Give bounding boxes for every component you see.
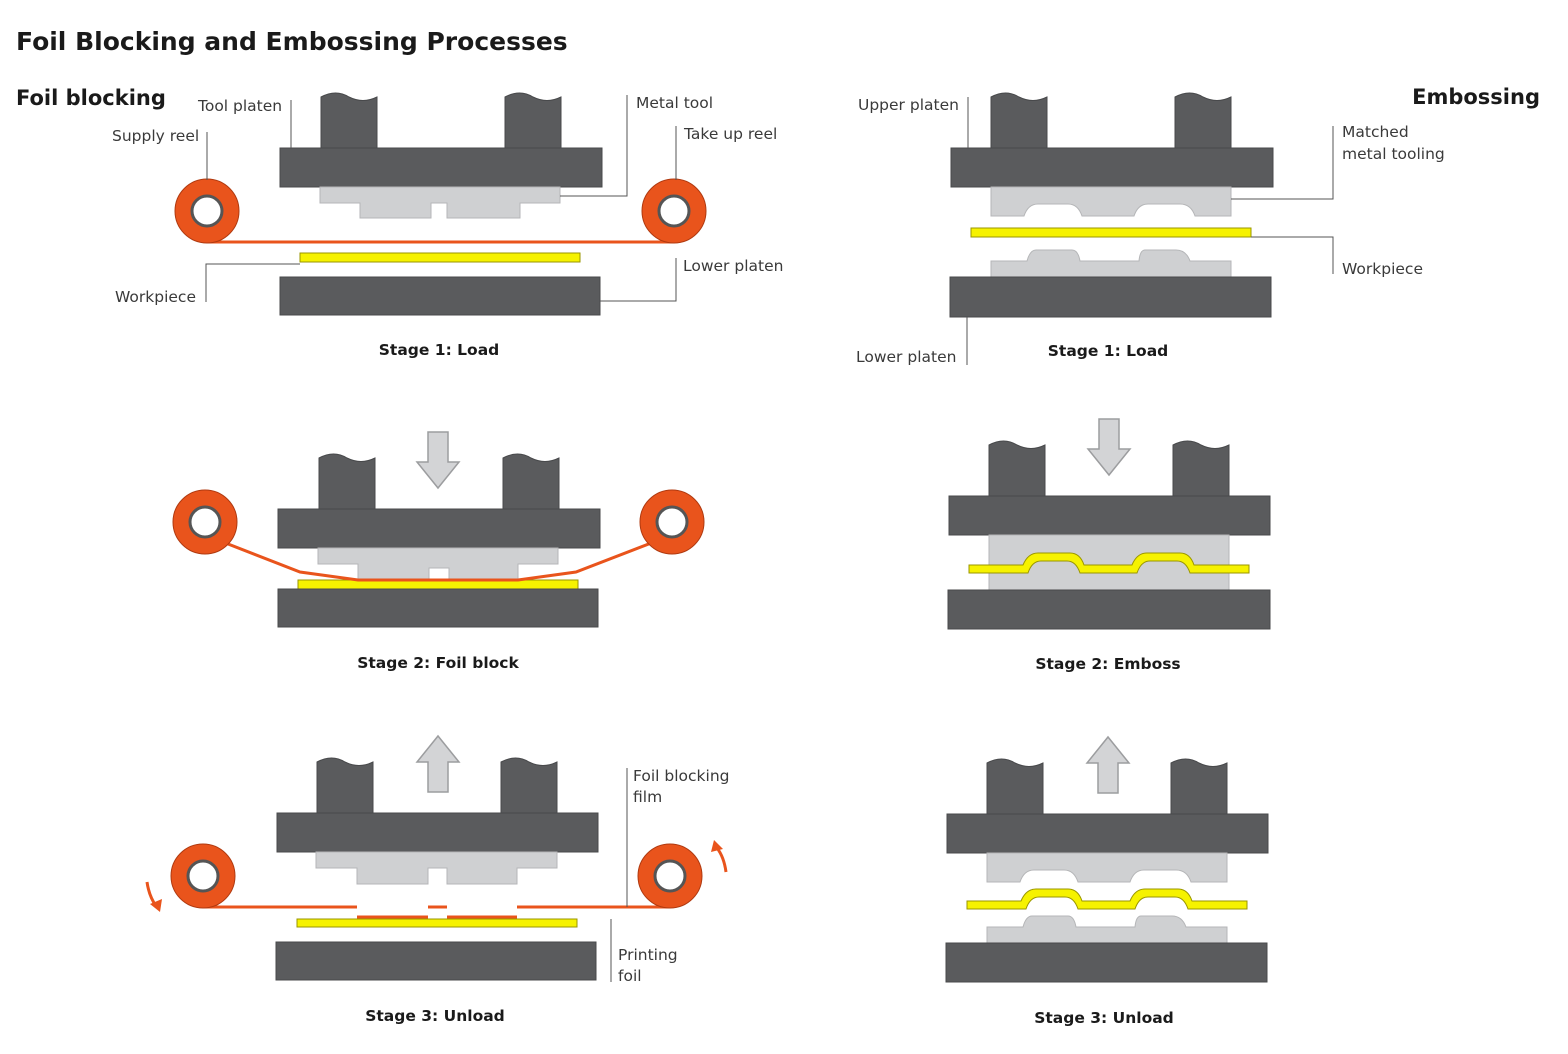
supply-reel (172, 489, 238, 555)
metal-tool (317, 547, 559, 581)
emboss-stage-2-caption: Stage 2: Emboss (1035, 655, 1180, 673)
up-arrow-icon (415, 734, 461, 793)
press-column (1174, 92, 1232, 149)
leader-line (1231, 126, 1334, 200)
embossing-heading: Embossing (1412, 85, 1540, 109)
page-title: Foil Blocking and Embossing Processes (16, 27, 568, 56)
lower-platen (947, 589, 1271, 630)
metal-tool (319, 186, 561, 219)
rotation-arrow-icon (711, 840, 728, 873)
supply-reel (170, 843, 236, 909)
up-arrow-icon (1085, 735, 1131, 794)
workpiece-label: Workpiece (115, 288, 196, 306)
tool-platen (276, 812, 599, 853)
down-arrow-icon (415, 431, 461, 490)
workpiece (299, 252, 581, 263)
foil-stage-1-diagram (174, 92, 707, 316)
workpiece (296, 918, 578, 928)
matched-tooling-label-line2: metal tooling (1342, 145, 1445, 163)
workpiece (970, 227, 1252, 238)
embossed-workpiece (968, 552, 1250, 574)
emboss-stage-2-diagram (947, 418, 1271, 630)
lower-platen (275, 941, 597, 981)
press-column (504, 92, 562, 149)
foil-stage-3-caption: Stage 3: Unload (365, 1007, 505, 1025)
press-column (1170, 758, 1228, 815)
press-column (988, 440, 1046, 497)
matched-tooling-label-line1: Matched (1342, 123, 1409, 141)
supply-reel (174, 178, 240, 244)
press-column (316, 757, 374, 814)
upper-platen (950, 147, 1274, 188)
emboss-stage-1-diagram (949, 92, 1274, 318)
metal-tool (315, 851, 558, 885)
take-up-reel (639, 489, 705, 555)
lower-platen (945, 942, 1268, 983)
upper-matched-tool (986, 852, 1228, 883)
emboss-stage-3-diagram (945, 735, 1269, 983)
lower-platen-label: Lower platen (683, 257, 783, 275)
printing-foil-label-line1: Printing (618, 946, 678, 964)
upper-platen (948, 495, 1271, 536)
lower-matched-tool (986, 915, 1228, 944)
leader-line (560, 95, 628, 197)
lower-platen (949, 276, 1272, 318)
press-column (1172, 440, 1230, 497)
down-arrow-icon (1086, 418, 1132, 477)
upper-platen-label: Upper platen (858, 96, 959, 114)
foil-stage-2-caption: Stage 2: Foil block (357, 654, 519, 672)
workpiece-label: Workpiece (1342, 260, 1423, 278)
leader-line (600, 258, 677, 302)
foil-blocking-heading: Foil blocking (16, 86, 166, 110)
press-column (318, 453, 376, 510)
lower-platen (277, 588, 599, 628)
metal-tool-label: Metal tool (636, 94, 713, 112)
tool-platen (279, 147, 603, 188)
take-up-reel-label: Take up reel (683, 125, 777, 143)
foil-blocking-film (204, 533, 673, 582)
foil-blocking-film-label-line2: film (633, 788, 662, 806)
take-up-reel (637, 843, 703, 909)
upper-platen (946, 813, 1269, 854)
lower-platen-label: Lower platen (856, 348, 956, 366)
upper-matched-tool (990, 186, 1232, 217)
foil-stage-1-caption: Stage 1: Load (379, 341, 500, 359)
supply-reel-label: Supply reel (112, 127, 199, 145)
embossed-workpiece (966, 888, 1248, 910)
leader-line (1251, 236, 1334, 274)
lower-matched-tool (990, 249, 1232, 278)
emboss-stage-3-caption: Stage 3: Unload (1034, 1009, 1174, 1027)
press-column (502, 453, 560, 510)
lower-platen (279, 276, 601, 316)
rotation-arrow-icon (145, 881, 162, 912)
take-up-reel (641, 178, 707, 244)
press-column (990, 92, 1048, 149)
foil-blocking-film-label-line1: Foil blocking (633, 767, 729, 785)
emboss-stage-1-caption: Stage 1: Load (1048, 342, 1169, 360)
foil-stage-3-diagram (145, 734, 728, 981)
tool-platen (277, 508, 601, 549)
press-column (986, 758, 1044, 815)
press-column (320, 92, 378, 149)
leader-line (205, 263, 300, 302)
printing-foil-label-line2: foil (618, 967, 642, 985)
tool-platen-label: Tool platen (197, 97, 282, 115)
foil-stage-2-diagram (172, 431, 705, 628)
press-column (500, 757, 558, 814)
